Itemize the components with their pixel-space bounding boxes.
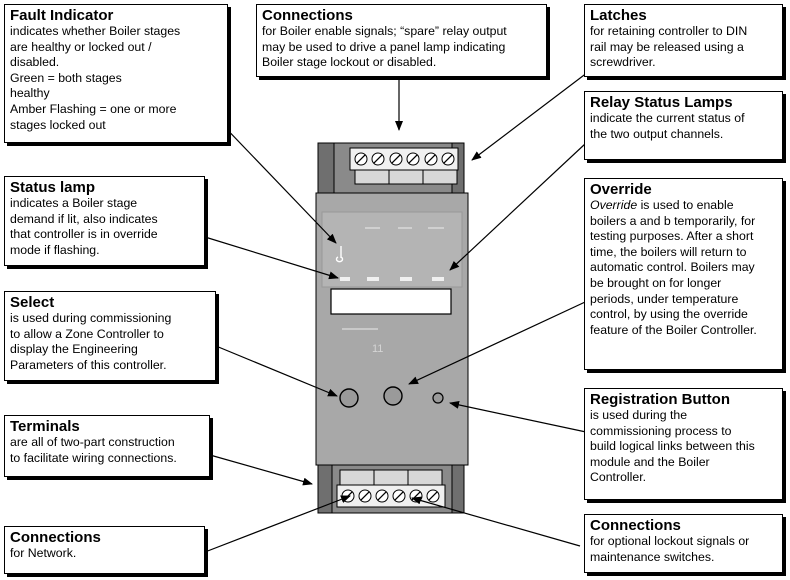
screw-slot: [360, 491, 370, 501]
relay-status-text: indicate the current status of the two o…: [590, 111, 745, 141]
terminals-text: are all of two-part construction to faci…: [10, 435, 177, 465]
registration-text: is used during the commissioning process…: [590, 408, 755, 485]
fault-indicator-text: indicates whether Boiler stages are heal…: [10, 24, 181, 132]
registration-title: Registration Button: [590, 391, 730, 408]
status-lamp-text: indicates a Boiler stage demand if lit, …: [10, 196, 158, 257]
screw-slot: [394, 491, 404, 501]
override-title: Override: [590, 181, 652, 198]
callout-relay-status-lamps: Relay Status Lamps indicate the current …: [584, 91, 783, 160]
relay-status-title: Relay Status Lamps: [590, 94, 733, 111]
screw-slot: [373, 154, 383, 164]
callout-connections-bottom-right: Connections for optional lockout signals…: [584, 514, 783, 573]
override-text: Override is used to enable boilers a and…: [590, 198, 757, 337]
leader-override: [408, 295, 599, 385]
leader-latches: [471, 62, 601, 161]
callout-latches: Latches for retaining controller to DIN …: [584, 4, 783, 77]
relay-lamp-1: [367, 277, 379, 281]
callout-registration-button: Registration Button is used during the c…: [584, 388, 783, 500]
status-lamp-title: Status lamp: [10, 179, 96, 196]
leader-registration: [449, 400, 587, 433]
select-button[interactable]: [339, 388, 359, 408]
callout-fault-indicator: Fault Indicator indicates whether Boiler…: [4, 4, 228, 143]
leader-fault-indicator: [217, 119, 337, 244]
screw-slot: [428, 491, 438, 501]
label-window: [330, 288, 452, 315]
leader-select: [215, 345, 338, 397]
controller-body: 11: [315, 192, 469, 466]
override-button[interactable]: [383, 386, 403, 406]
relay-lamp-3: [432, 277, 444, 281]
registration-button[interactable]: [432, 392, 444, 404]
leader-connections-bottom-right: [411, 496, 581, 547]
screw-slot: [408, 154, 418, 164]
callout-status-lamp: Status lamp indicates a Boiler stage dem…: [4, 176, 205, 266]
screw-slot: [391, 154, 401, 164]
connections-bottom-left-title: Connections: [10, 529, 101, 546]
fault-indicator-mark: [335, 246, 344, 263]
bottom-terminal-housing: [317, 464, 465, 514]
callout-connections-top: Connections for Boiler enable signals; “…: [256, 4, 547, 77]
leader-status-lamp: [204, 236, 339, 280]
screw-slot: [356, 154, 366, 164]
callout-terminals: Terminals are all of two-part constructi…: [4, 415, 210, 477]
leader-terminals: [209, 454, 313, 486]
status-lamp-led: [340, 277, 350, 281]
callout-select: Select is used during commissioning to a…: [4, 291, 216, 381]
connections-top-title: Connections: [262, 7, 353, 24]
relay-lamp-2: [400, 277, 412, 281]
leader-connections-bottom-left: [204, 495, 351, 553]
connections-bottom-left-text: for Network.: [10, 546, 77, 560]
select-text: is used during commissioning to allow a …: [10, 311, 172, 372]
latches-text: for retaining controller to DIN rail may…: [590, 24, 748, 70]
terminals-title: Terminals: [10, 418, 80, 435]
screw-slot: [426, 154, 436, 164]
connections-bottom-right-text: for optional lockout signals or maintena…: [590, 534, 750, 564]
screw-slot: [377, 491, 387, 501]
device-label-text: 11: [372, 343, 383, 355]
leader-lines: [204, 62, 601, 553]
select-title: Select: [10, 294, 55, 311]
connections-bottom-right-title: Connections: [590, 517, 681, 534]
top-terminal-screws: [354, 152, 455, 166]
top-terminal-housing: [317, 142, 465, 194]
fault-indicator-title: Fault Indicator: [10, 7, 114, 24]
screw-slot: [443, 154, 453, 164]
leader-relay-status: [449, 129, 601, 271]
latches-title: Latches: [590, 7, 647, 24]
callout-override: Override Override is used to enable boil…: [584, 178, 783, 370]
connections-top-text: for Boiler enable signals; “spare” relay…: [262, 24, 507, 70]
callout-connections-bottom-left: Connections for Network.: [4, 526, 205, 574]
